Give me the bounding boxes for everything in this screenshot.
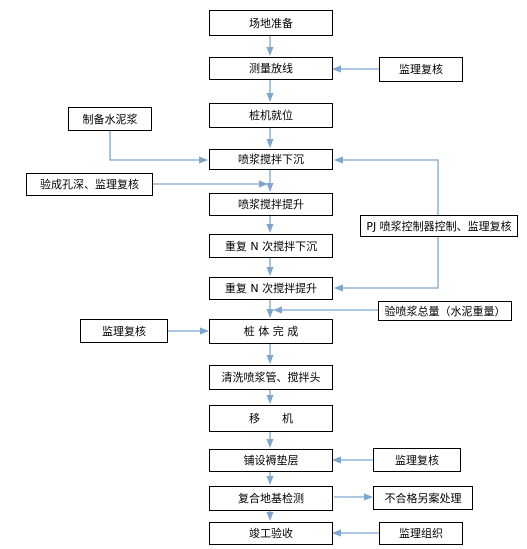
step-spray-mix-lift: 喷浆搅拌提升 <box>209 193 333 216</box>
side-supervisor-organize: 监理组织 <box>379 522 463 545</box>
step-lay-cushion-layer: 铺设褥垫层 <box>209 449 333 472</box>
step-pile-machine-positioning: 桩机就位 <box>209 103 333 128</box>
step-completion-acceptance: 竣工验收 <box>209 522 333 545</box>
step-site-preparation: 场地准备 <box>209 10 333 36</box>
side-supervisor-check-survey: 监理复核 <box>379 57 463 82</box>
step-repeat-mix-sink: 重复 N 次搅拌下沉 <box>209 234 333 258</box>
side-supervisor-check-cushion: 监理复核 <box>373 448 461 472</box>
step-repeat-mix-lift: 重复 N 次搅拌提升 <box>209 277 333 300</box>
step-move-machine: 移 机 <box>209 405 333 432</box>
side-pj-controller: PJ 喷浆控制器控制、监理复核 <box>360 215 518 237</box>
step-spray-mix-sink: 喷浆搅拌下沉 <box>209 149 333 170</box>
side-check-hole-depth: 验成孔深、监理复核 <box>26 173 153 196</box>
side-supervisor-check-complete: 监理复核 <box>80 319 168 343</box>
step-pile-body-complete: 桩 体 完 成 <box>209 319 333 344</box>
arrow-slurry-to-sink <box>109 131 208 164</box>
step-survey-layout: 测量放线 <box>209 57 333 80</box>
arrow-pj-controller-to-sink <box>334 156 439 215</box>
step-composite-foundation-test: 复合地基检测 <box>209 486 333 511</box>
arrow-pj-controller-to-repeat-lift <box>334 237 439 292</box>
side-check-grout-volume: 验喷浆总量（水泥重量） <box>378 301 512 321</box>
step-clean-grout-pipe: 清洗喷浆管、搅拌头 <box>209 365 333 390</box>
side-prepare-cement-slurry: 制备水泥浆 <box>68 107 152 131</box>
side-unqualified-handling: 不合格另案处理 <box>373 486 473 510</box>
